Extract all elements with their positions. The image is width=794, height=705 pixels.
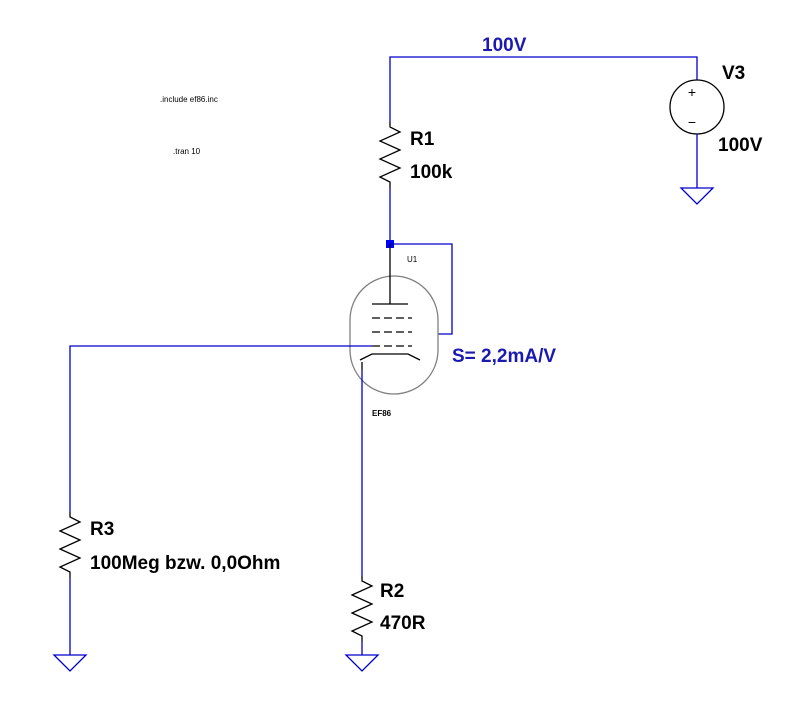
u1-pentode-tube[interactable]	[349, 244, 439, 395]
r2-name[interactable]: R2	[380, 581, 404, 602]
include-directive[interactable]: .include ef86.inc	[160, 95, 218, 104]
ground-icon	[679, 187, 715, 205]
v3-source[interactable]	[669, 79, 725, 205]
transconductance-note[interactable]: S= 2,2mA/V	[452, 346, 556, 367]
supply-wire[interactable]	[389, 56, 698, 122]
r1-value[interactable]: 100k	[410, 162, 453, 183]
screen-grid-wire[interactable]	[390, 243, 453, 335]
v3-value[interactable]: 100V	[718, 135, 763, 156]
grid-wire[interactable]	[69, 345, 372, 512]
u1-name[interactable]: U1	[407, 255, 418, 264]
r3-name[interactable]: R3	[90, 519, 114, 540]
v3-name[interactable]: V3	[722, 63, 745, 84]
u1-model[interactable]: EF86	[372, 409, 392, 418]
net-label-100v[interactable]: 100V	[482, 35, 527, 56]
ground-icon	[344, 654, 380, 672]
r2-value[interactable]: 470R	[380, 613, 426, 634]
v3-minus-sign: −	[688, 114, 696, 130]
r3-resistor[interactable]	[52, 512, 88, 672]
tran-directive[interactable]: .tran 10	[173, 147, 201, 156]
r1-name[interactable]: R1	[410, 129, 435, 150]
r1-resistor[interactable]	[378, 122, 402, 244]
r2-resistor[interactable]	[344, 576, 380, 672]
r3-value[interactable]: 100Meg bzw. 0,0Ohm	[90, 553, 280, 574]
ground-icon	[52, 654, 88, 672]
v3-plus-sign: +	[688, 84, 696, 100]
